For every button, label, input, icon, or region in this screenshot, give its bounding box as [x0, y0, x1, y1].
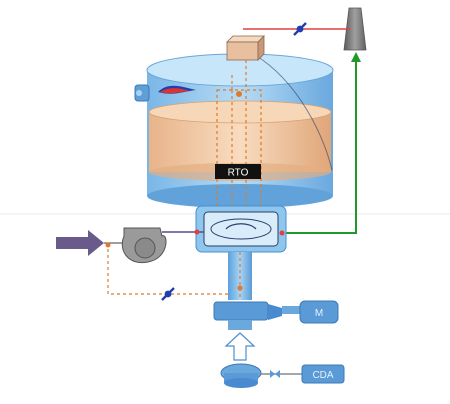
cda-compressor — [220, 363, 262, 388]
cda-label: CDA — [312, 370, 333, 381]
burner-flame-icon — [158, 85, 196, 94]
inlet-marker — [236, 91, 242, 97]
motor-icon — [299, 300, 339, 324]
internal-dashed-lines — [216, 60, 262, 216]
rto-label-box — [215, 164, 261, 179]
heat-recovery-box — [226, 35, 265, 61]
cda-valve-icon[interactable] — [270, 370, 280, 378]
butterfly-valve-icon[interactable] — [293, 22, 307, 36]
clean-gas-line — [282, 56, 357, 234]
bypass-valve-icon[interactable] — [161, 287, 175, 301]
rotary-valve-chamber — [195, 205, 287, 253]
rto-label: RTO — [228, 168, 249, 179]
centrifugal-fan-icon — [121, 227, 167, 264]
cda-box — [301, 364, 345, 384]
up-arrow-icon — [224, 332, 256, 361]
exhaust-stack-icon — [343, 7, 367, 51]
motor-label: M — [315, 308, 323, 319]
bypass-dashed-line — [107, 243, 228, 295]
clean-gas-arrow-icon — [351, 52, 361, 62]
rto-vessel — [134, 51, 334, 208]
purge-blower — [213, 301, 300, 330]
inlet-arrow-icon — [56, 230, 104, 256]
